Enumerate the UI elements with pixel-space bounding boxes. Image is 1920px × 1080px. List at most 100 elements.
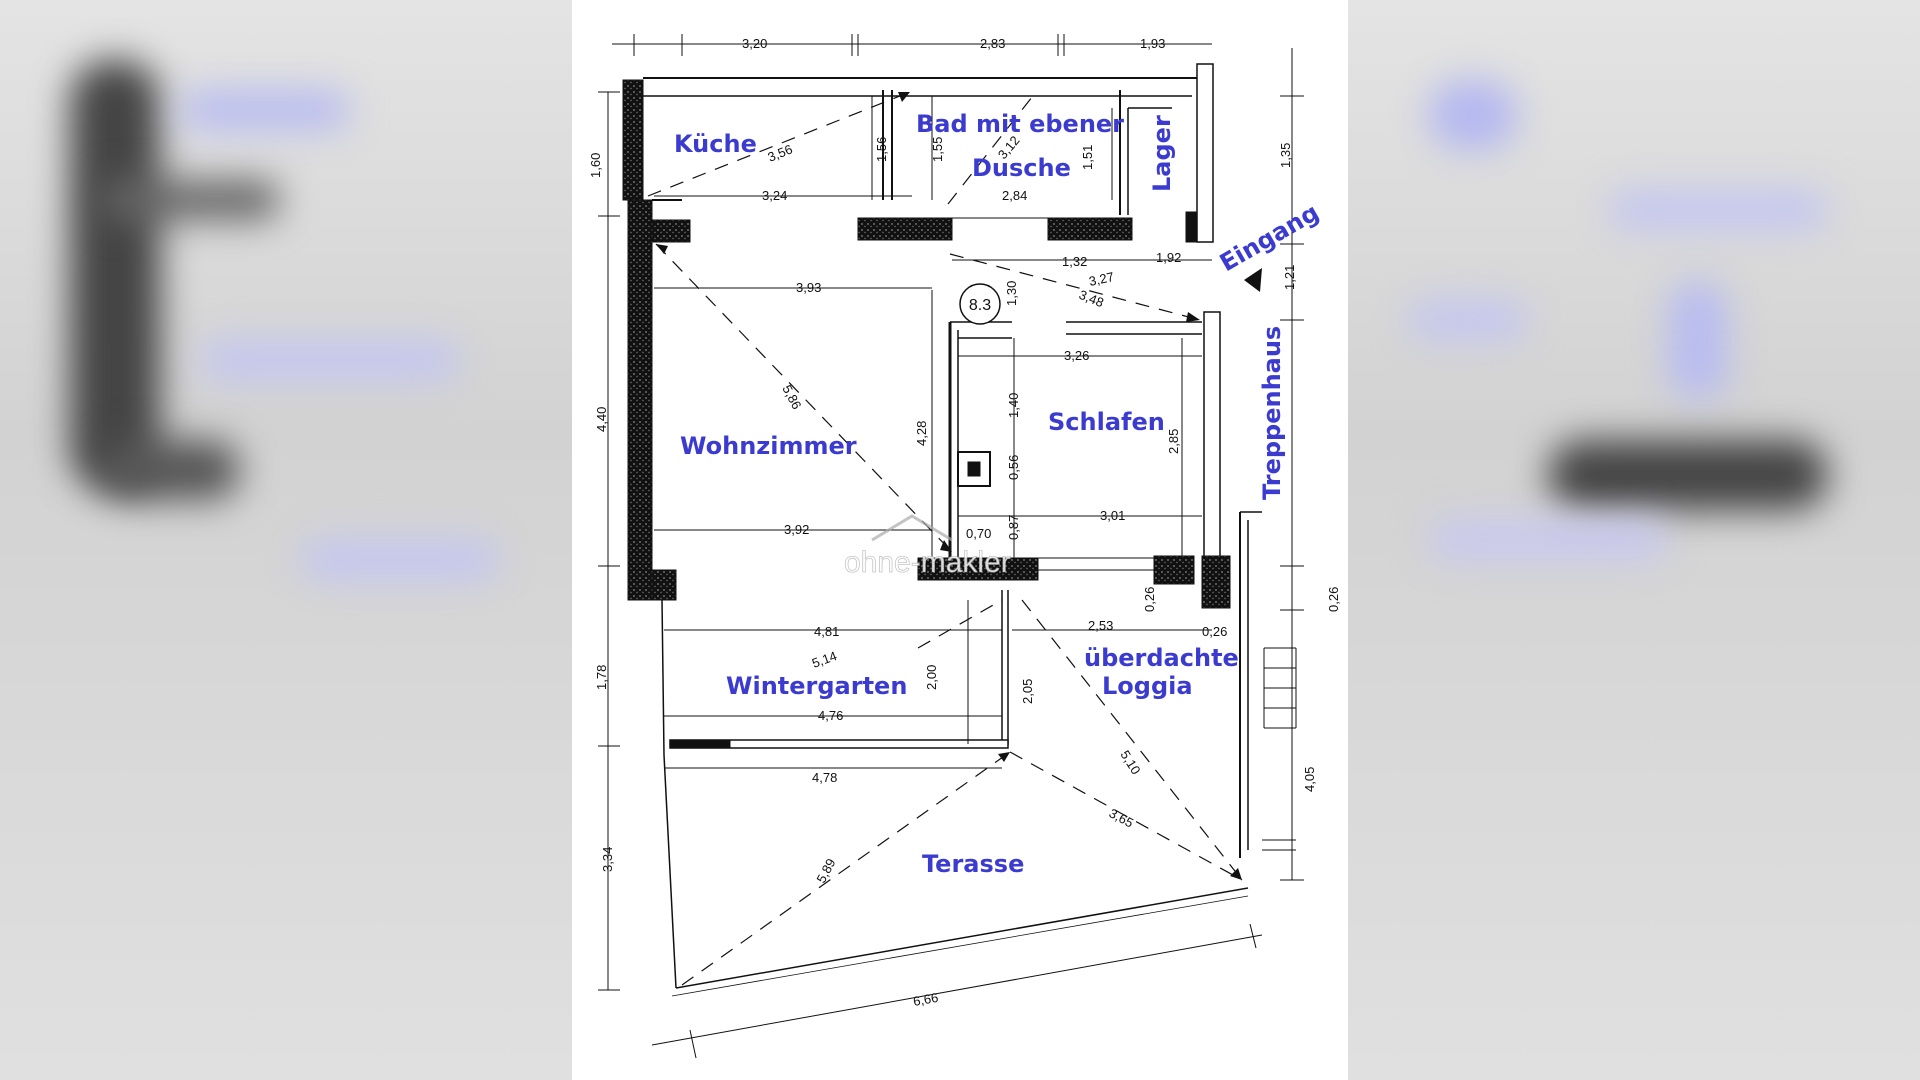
room-label-eingang: Eingang <box>1215 198 1324 277</box>
dim-label: 3,26 <box>1064 348 1089 363</box>
background-blur-shape <box>100 180 280 220</box>
dim-label: 2,83 <box>980 36 1005 51</box>
background-blur-shape <box>1428 520 1668 560</box>
dim-label: 4,28 <box>914 421 929 446</box>
floor-plan-panel: 8.3 3,20 2,83 1,93 1,60 3,56 1,56 1,55 3… <box>572 0 1348 1080</box>
dim-label: 4,78 <box>812 770 837 785</box>
dim-label: 1,35 <box>1278 143 1293 168</box>
dim-label: 4,76 <box>818 708 843 723</box>
dim-label: 1,56 <box>874 137 889 162</box>
dim-label: 3,56 <box>766 141 795 164</box>
dim-label: 3,34 <box>600 847 615 872</box>
room-label-schlafen: Schlafen <box>1048 408 1165 436</box>
terrace-south-edge <box>675 887 1249 989</box>
dim-label: 1,93 <box>1140 36 1165 51</box>
dim-label: 5,14 <box>810 648 839 671</box>
dim-label: 2,84 <box>1002 188 1027 203</box>
dim-label: 1,78 <box>594 665 609 690</box>
background-blur-shape <box>180 90 350 130</box>
wall-stub <box>1185 211 1197 243</box>
background-blur-shape <box>200 340 460 380</box>
floor-plan-drawing: 8.3 3,20 2,83 1,93 1,60 3,56 1,56 1,55 3… <box>588 34 1341 1059</box>
wall-segment <box>1153 555 1195 585</box>
dim-label: 3,24 <box>762 188 787 203</box>
dim-label: 2,85 <box>1166 429 1181 454</box>
dim-label: 4,81 <box>814 624 839 639</box>
dim-label: 0,87 <box>1006 515 1021 540</box>
dim-label: 3,65 <box>1107 805 1136 830</box>
room-label-kueche: Küche <box>674 130 757 158</box>
room-code-circle <box>959 283 1001 325</box>
wall-segment <box>857 217 953 241</box>
background-blur-shape <box>300 540 500 580</box>
dim-label: 3,27 <box>1088 269 1116 289</box>
room-label-treppenhaus: Treppenhaus <box>1258 326 1286 500</box>
dim-label: 0,26 <box>1326 587 1341 612</box>
dim-label: 0,70 <box>966 526 991 541</box>
dim-label: 1,51 <box>1080 145 1095 170</box>
room-label-lager: Lager <box>1148 115 1176 192</box>
arrowheads <box>656 92 1242 880</box>
dim-label: 0,26 <box>1202 624 1227 639</box>
room-code: 8.3 <box>969 297 991 314</box>
bedroom-east-wall <box>1203 311 1221 563</box>
background-blur-shape <box>1408 300 1528 340</box>
blurred-background-left <box>0 0 572 1080</box>
watermark: ohne-makler <box>844 514 1011 579</box>
wall-stub <box>651 219 691 243</box>
room-label-terasse: Terasse <box>922 850 1024 878</box>
background-blur-shape <box>1548 440 1828 510</box>
dim-label: 0,56 <box>1006 455 1021 480</box>
blurred-background-right <box>1348 0 1920 1080</box>
entrance-marker-icon <box>1244 268 1262 292</box>
dim-label: 0,26 <box>1142 587 1157 612</box>
house-logo-icon <box>871 514 953 542</box>
dim-label: 1,92 <box>1156 250 1181 265</box>
dim-label: 3,01 <box>1100 508 1125 523</box>
dim-label: 1,40 <box>1006 393 1021 418</box>
chimney-flue <box>967 461 981 477</box>
west-wall <box>622 79 644 201</box>
background-blur-shape <box>1428 80 1518 150</box>
dim-label: 1,21 <box>1282 265 1297 290</box>
wintergarten-glazing <box>669 739 731 749</box>
dim-label: 1,60 <box>588 153 603 178</box>
room-label-bad: Bad mit ebener <box>916 110 1124 138</box>
background-blur-shape <box>70 60 160 490</box>
stairs <box>1262 647 1297 851</box>
entrance-wall <box>1196 63 1214 243</box>
background-blur-shape <box>1668 280 1728 400</box>
wall-stub <box>651 569 677 601</box>
dim-label: 3,20 <box>742 36 767 51</box>
dim-label: 6,66 <box>912 990 940 1009</box>
room-label-dusche: Dusche <box>972 154 1071 182</box>
dim-label: 4,40 <box>594 407 609 432</box>
dim-label: 1,30 <box>1004 281 1019 306</box>
terrace-west-edge <box>663 754 677 989</box>
room-labels: Küche Bad mit ebener Dusche Lager Eingan… <box>674 110 1324 878</box>
dim-label: 3,93 <box>796 280 821 295</box>
walls <box>622 63 1297 997</box>
wall-segment <box>1201 555 1231 609</box>
dim-label: 3,48 <box>1077 287 1106 310</box>
diagonal-measurements <box>647 91 1243 986</box>
dimension-lines <box>598 34 1304 1059</box>
dim-label: 2,53 <box>1088 618 1113 633</box>
dim-label: 5,86 <box>779 382 804 411</box>
dim-label: 3,92 <box>784 522 809 537</box>
room-label-wohnzimmer: Wohnzimmer <box>680 432 857 460</box>
terrace-south-edge <box>671 895 1249 997</box>
dim-label: 4,05 <box>1302 767 1317 792</box>
background-blur-shape <box>100 440 240 500</box>
dim-label: 1,55 <box>930 137 945 162</box>
dim-label: 1,32 <box>1062 254 1087 269</box>
room-label-wintergarten: Wintergarten <box>726 672 907 700</box>
dim-label: 5,10 <box>1117 748 1143 777</box>
dim-label: 2,00 <box>924 665 939 690</box>
room-label-loggia: Loggia <box>1102 672 1193 700</box>
dim-label: 2,05 <box>1020 679 1035 704</box>
dim-label: 5,89 <box>813 856 838 885</box>
wall-segment <box>1047 217 1133 241</box>
west-wall <box>627 199 653 601</box>
wintergarten-west-wall <box>661 599 665 756</box>
